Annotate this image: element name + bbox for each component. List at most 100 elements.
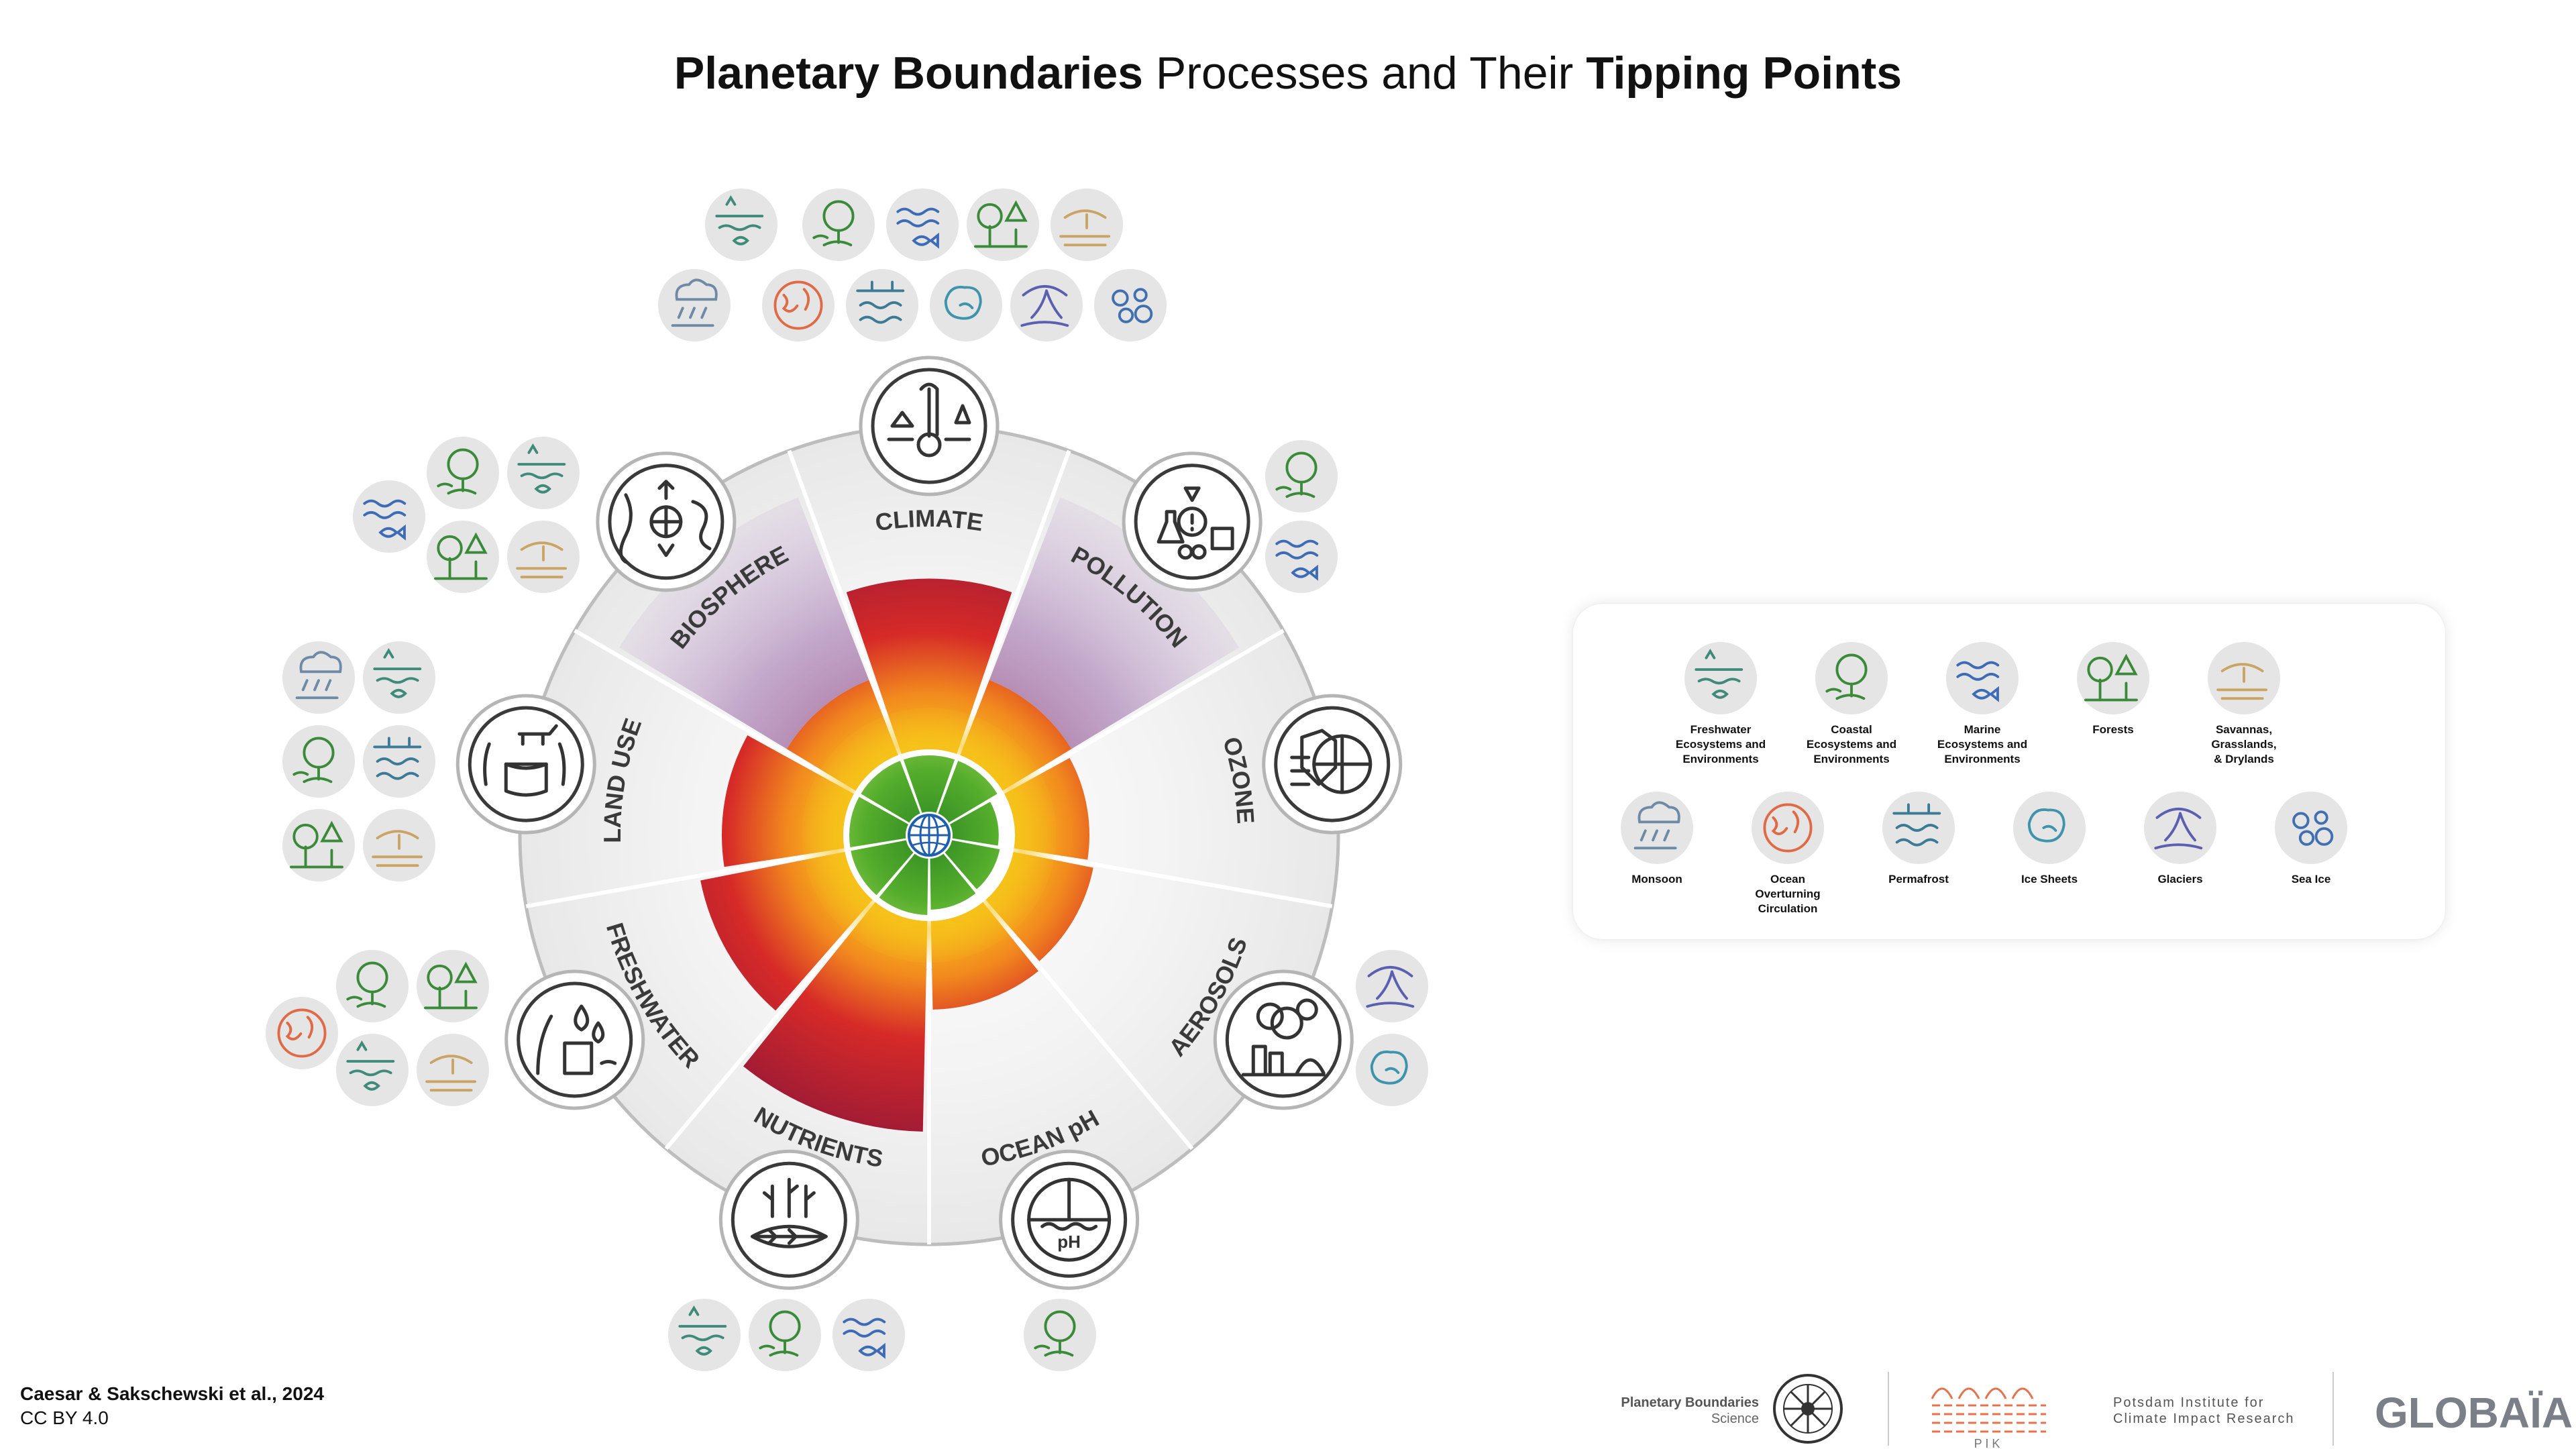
sea-ice-icon: [2275, 792, 2347, 864]
legend-item: Sea Ice: [2244, 790, 2378, 887]
icesheet-tipping-icon: [1356, 1034, 1428, 1106]
status-bar-climate: [846, 578, 1012, 759]
forest-icon: [2077, 642, 2149, 714]
legend-label: Ocean Overturning Circulation: [1755, 873, 1821, 915]
process-nodes: pH: [455, 356, 1403, 1290]
coastal-tipping-icon: [336, 950, 409, 1022]
marine-tipping-icon: [1946, 642, 2019, 714]
pik-logo-text-line1: Potsdam Institute for: [2113, 1395, 2264, 1410]
uncertainty-bar-pollution: [989, 497, 1239, 749]
marine-tipping-icon: [1265, 521, 1338, 593]
seaice-tipping-icon: [2275, 792, 2347, 864]
freshwater-ecosystem-icon: [1684, 642, 1757, 714]
coastal-tipping-icon: [1024, 1299, 1096, 1371]
savanna-tipping-icon: [2208, 642, 2280, 714]
ozone-shield-globe-icon: [1262, 694, 1403, 835]
freshwater-droplets-icon: [504, 969, 645, 1110]
ocean-tipping-icon: [1752, 792, 1824, 864]
safe-zone-segment: [928, 851, 978, 912]
tipping-elements-legend: Freshwater Ecosystems and Environments Co…: [1573, 604, 2445, 939]
legend-label: Freshwater Ecosystems and Environments: [1675, 723, 1766, 765]
icesheet-tipping-icon: [2013, 792, 2086, 864]
permafrost-tipping-icon: [846, 269, 918, 341]
freshwater-tipping-icon: [336, 1034, 409, 1106]
citation-license: CC BY 4.0: [20, 1407, 109, 1428]
savanna-tipping-icon: [1051, 189, 1123, 261]
legend-label: Savannas, Grasslands, & Drylands: [2211, 723, 2277, 765]
pik-logo-text-line2: Climate Impact Research: [2113, 1411, 2295, 1426]
pbs-logo-text-line2: Science: [1711, 1411, 1759, 1426]
pik-logo-short: P I K: [1974, 1437, 2000, 1449]
ocean-tipping-icon: [762, 269, 835, 341]
tipping-cluster-aerosols: [1356, 950, 1428, 1106]
ocean-circulation-icon: [1752, 792, 1824, 864]
tipping-cluster-land-use: [282, 641, 435, 881]
legend-item: Forests: [2046, 641, 2180, 737]
legend-label: Coastal Ecosystems and Environments: [1806, 723, 1897, 765]
earth-globe-icon: [908, 814, 951, 857]
freshwater-tipping-icon: [363, 641, 435, 714]
coastal-tipping-icon: [282, 725, 355, 798]
ocean-ph-globe-icon: pH: [999, 1149, 1140, 1290]
tipping-cluster-pollution: [1265, 440, 1338, 593]
ocean-tipping-icon: [266, 997, 338, 1069]
legend-item: Freshwater Ecosystems and Environments: [1654, 641, 1788, 767]
land-use-stump-icon: [455, 694, 596, 835]
tipping-element-clusters: [266, 189, 1428, 1371]
coastal-tipping-icon: [749, 1299, 821, 1371]
safe-zone-segment: [848, 795, 910, 849]
freshwater-tipping-icon: [668, 1299, 741, 1371]
legend-label: Permafrost: [1888, 873, 1949, 885]
marine-ecosystem-icon: [1946, 642, 2019, 714]
tipping-cluster-climate: [658, 189, 1167, 341]
pik-logo-icon: [1931, 1387, 2046, 1433]
coastal-ecosystem-icon: [1815, 642, 1888, 714]
legend-item: Monsoon: [1590, 790, 1724, 887]
page-title: Planetary Boundaries Processes and Their…: [0, 47, 2576, 99]
legend-item: Glaciers: [2113, 790, 2247, 887]
pbs-logo-text-line1: Planetary Boundaries: [1621, 1395, 1759, 1410]
aerosol-factory-icon: [1213, 969, 1354, 1110]
legend-item: Savannas, Grasslands, & Drylands: [2177, 641, 2311, 767]
nutrients-plant-fish-icon: [718, 1149, 859, 1290]
freshwater-tipping-icon: [705, 189, 777, 261]
legend-item: Permafrost: [1851, 790, 1986, 887]
status-bars: [619, 497, 1239, 1132]
monsoon-tipping-icon: [282, 641, 355, 714]
marine-tipping-icon: [833, 1299, 905, 1371]
svg-text:pH: pH: [1057, 1232, 1081, 1252]
forests-tipping-icon: [417, 950, 489, 1022]
marine-tipping-icon: [886, 189, 959, 261]
legend-item: Ice Sheets: [1982, 790, 2116, 887]
citation: Caesar & Sakschewski et al., 2024 CC BY …: [20, 1382, 324, 1430]
title-part-regular: Processes and Their: [1143, 48, 1587, 99]
pbs-logo-icon: [1773, 1374, 1843, 1444]
savanna-icon: [2208, 642, 2280, 714]
glacier-icon: [2144, 792, 2216, 864]
permafrost-icon: [1882, 792, 1955, 864]
freshwater-tipping-icon: [507, 437, 580, 509]
legend-label: Ice Sheets: [2021, 873, 2078, 885]
title-part-bold-2: Tipping Points: [1586, 48, 1902, 99]
title-part-bold-1: Planetary Boundaries: [674, 48, 1143, 99]
legend-label: Marine Ecosystems and Environments: [1937, 723, 2028, 765]
biosphere-globe-icon: [596, 451, 737, 592]
freshwater-tipping-icon: [1684, 642, 1757, 714]
permafrost-tipping-icon: [363, 725, 435, 798]
ice-sheet-icon: [2013, 792, 2086, 864]
safe-zone-segment: [859, 759, 922, 824]
legend-item: Coastal Ecosystems and Environments: [1784, 641, 1919, 767]
savanna-tipping-icon: [507, 521, 580, 593]
legend-label: Sea Ice: [2291, 873, 2331, 885]
safe-zone-segment: [849, 839, 916, 898]
coastal-tipping-icon: [802, 189, 875, 261]
seaice-tipping-icon: [1094, 269, 1167, 341]
safe-zone-segment: [948, 800, 1000, 847]
status-bar-nutrients: [743, 898, 928, 1132]
monsoon-tipping-icon: [1621, 792, 1693, 864]
permafrost-tipping-icon: [1882, 792, 1955, 864]
legend-label: Monsoon: [1631, 873, 1682, 885]
legend-item: Ocean Overturning Circulation: [1721, 790, 1855, 916]
globaia-logo: GLOBAÏA: [2375, 1389, 2573, 1437]
